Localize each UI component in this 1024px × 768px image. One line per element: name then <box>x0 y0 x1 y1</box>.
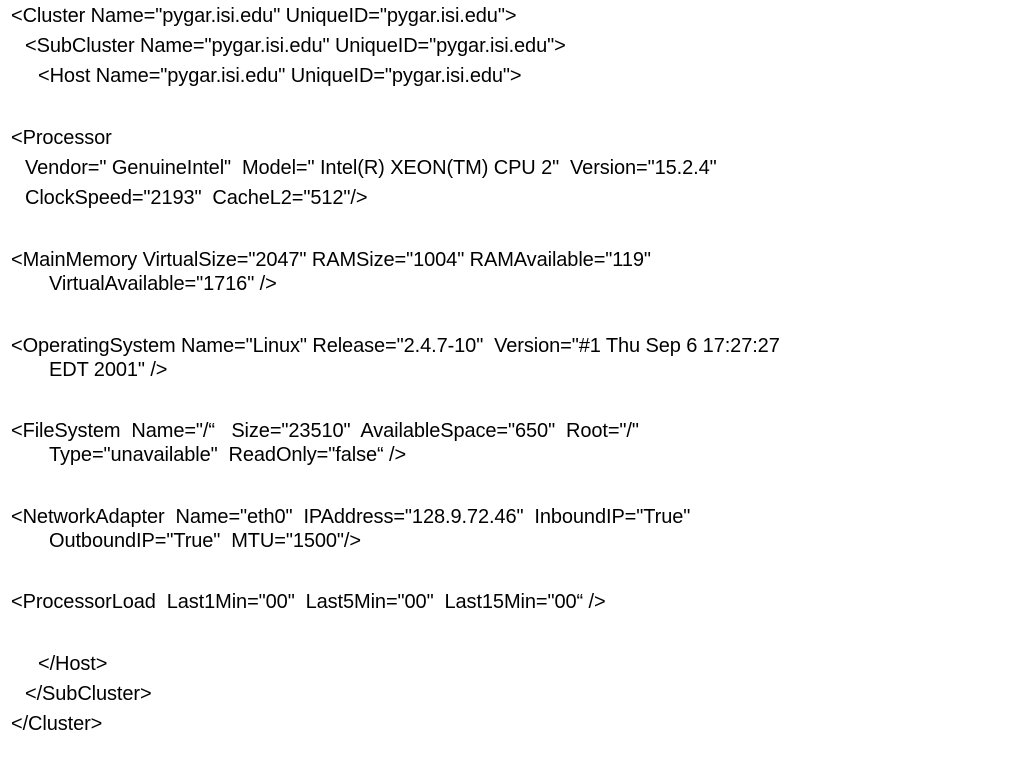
operatingsystem-line-1: <OperatingSystem Name="Linux" Release="2… <box>11 335 780 357</box>
networkadapter-line-2: OutboundIP="True" MTU="1500"/> <box>49 530 361 552</box>
mainmemory-line-1: <MainMemory VirtualSize="2047" RAMSize="… <box>11 249 651 271</box>
subcluster-open-tag: <SubCluster Name="pygar.isi.edu" UniqueI… <box>25 35 566 57</box>
host-open-tag: <Host Name="pygar.isi.edu" UniqueID="pyg… <box>38 65 522 87</box>
host-close-tag: </Host> <box>38 653 108 675</box>
processor-attributes-line-1: Vendor=" GenuineIntel" Model=" Intel(R) … <box>25 157 717 179</box>
operatingsystem-line-2: EDT 2001" /> <box>49 359 168 381</box>
cluster-open-tag: <Cluster Name="pygar.isi.edu" UniqueID="… <box>11 5 517 27</box>
cluster-close-tag: </Cluster> <box>11 713 103 735</box>
mainmemory-line-2: VirtualAvailable="1716" /> <box>49 273 277 295</box>
processor-attributes-line-2: ClockSpeed="2193" CacheL2="512"/> <box>25 187 368 209</box>
subcluster-close-tag: </SubCluster> <box>25 683 152 705</box>
processor-open-tag: <Processor <box>11 127 112 149</box>
processorload-tag: <ProcessorLoad Last1Min="00" Last5Min="0… <box>11 591 606 613</box>
filesystem-line-2: Type="unavailable" ReadOnly="false“ /> <box>49 444 407 466</box>
filesystem-line-1: <FileSystem Name="/“ Size="23510" Availa… <box>11 420 639 442</box>
networkadapter-line-1: <NetworkAdapter Name="eth0" IPAddress="1… <box>11 506 691 528</box>
